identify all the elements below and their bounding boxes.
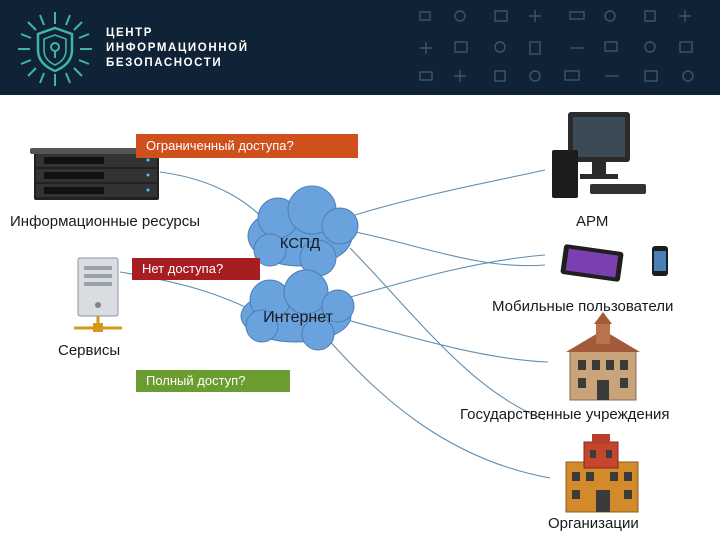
brand-title: ЦЕНТР ИНФОРМАЦИОННОЙ БЕЗОПАСНОСТИ — [106, 26, 249, 71]
shield-logo-icon — [18, 12, 92, 86]
desktop-computer-icon — [552, 112, 646, 198]
gov-institutions-label: Государственные учреждения — [460, 406, 670, 423]
government-building-icon — [566, 312, 640, 401]
header-bar: ЦЕНТР ИНФОРМАЦИОННОЙ БЕЗОПАСНОСТИ — [0, 0, 720, 95]
connector-lines — [119, 169, 551, 479]
header-icon-pattern — [419, 10, 694, 82]
network-diagram: КСПД Интернет Информационные ресурсы Сер… — [0, 95, 720, 540]
service-server-icon — [74, 257, 122, 332]
server-rack-icon — [30, 148, 163, 200]
limited-access-banner: Ограниченный доступа? — [136, 134, 358, 158]
organization-building-icon — [565, 434, 639, 513]
brand-line-3: БЕЗОПАСНОСТИ — [106, 57, 223, 69]
arm-label: АРМ — [576, 213, 609, 230]
services-label: Сервисы — [58, 342, 121, 359]
info-resources-label: Информационные ресурсы — [10, 213, 201, 230]
brand-line-1: ЦЕНТР — [106, 27, 154, 39]
full-access-banner: Полный доступ? — [136, 370, 290, 392]
organizations-label: Организации — [548, 515, 639, 532]
no-access-banner: Нет доступа? — [132, 258, 260, 280]
cloud-internet-label: Интернет — [263, 309, 333, 326]
cloud-kspd-shape — [247, 185, 359, 277]
diagram-graphics: КСПД Интернет — [30, 112, 668, 513]
brand-line-2: ИНФОРМАЦИОННОЙ — [106, 42, 249, 54]
mobile-users-label: Мобильные пользователи — [492, 298, 674, 315]
cloud-kspd-label: КСПД — [280, 235, 320, 252]
mobile-devices-icon — [560, 244, 668, 282]
cloud-internet-shape — [240, 269, 355, 351]
